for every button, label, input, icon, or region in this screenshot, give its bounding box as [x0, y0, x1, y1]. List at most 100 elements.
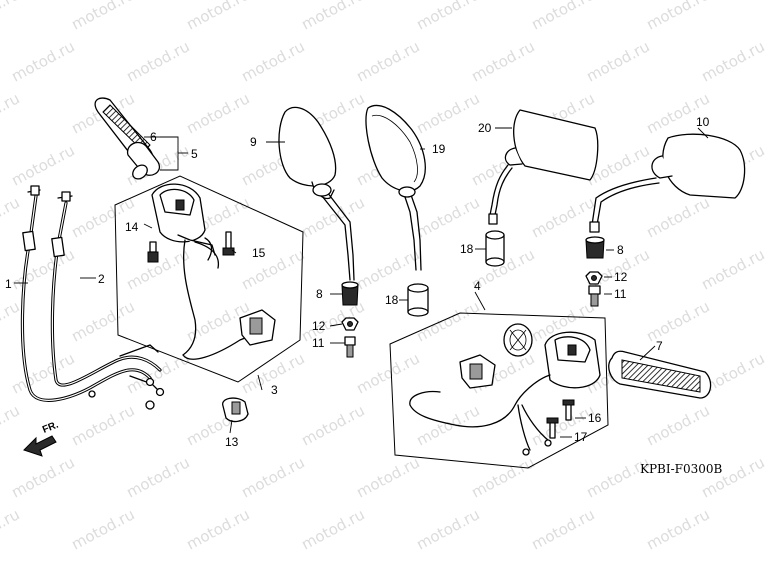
watermark-text: motod.ru: [583, 37, 652, 85]
left-grip-5: [94, 97, 161, 180]
watermark-text: motod.ru: [183, 89, 252, 137]
watermark-text: motod.ru: [413, 89, 482, 137]
nut-12-right: [585, 271, 603, 285]
callout-17: 17: [574, 430, 588, 444]
watermark-text: motod.ru: [353, 349, 422, 397]
mirror-19: [365, 104, 426, 271]
assembly-frame-4: [389, 312, 609, 469]
mirror-9: [278, 106, 355, 281]
clamp-13: [222, 397, 249, 423]
watermark-text: motod.ru: [0, 0, 23, 34]
callout-18-right: 18: [460, 242, 474, 256]
callout-8-right: 8: [617, 243, 624, 257]
callout-3: 3: [271, 383, 278, 397]
bolt-11-right: [588, 285, 601, 307]
adapter-18-centre: [407, 283, 429, 317]
callout-14: 14: [125, 220, 139, 234]
watermark-text: motod.ru: [528, 505, 597, 553]
watermark-text: motod.ru: [8, 349, 77, 397]
watermark-text: motod.ru: [0, 505, 23, 553]
screw-16: [562, 399, 575, 421]
watermark-text: motod.ru: [0, 297, 23, 345]
watermark-text: motod.ru: [68, 0, 137, 34]
front-direction-arrow: [23, 435, 57, 457]
adapter-8-right: [585, 236, 605, 259]
callout-2: 2: [98, 272, 105, 286]
nut-12-left: [341, 317, 359, 331]
callout-20: 20: [478, 121, 492, 135]
watermark-text: motod.ru: [413, 505, 482, 553]
watermark-text: motod.ru: [68, 193, 137, 241]
watermark-text: motod.ru: [698, 37, 767, 85]
watermark-text: motod.ru: [298, 401, 367, 449]
mirror-10: [589, 133, 746, 233]
watermark-text: motod.ru: [468, 37, 537, 85]
watermark-text: motod.ru: [8, 141, 77, 189]
leader-lines: [14, 127, 709, 438]
right-grip-7: [608, 350, 712, 399]
screw-14: [147, 241, 159, 263]
watermark-text: motod.ru: [528, 193, 597, 241]
watermark-text: motod.ru: [0, 89, 23, 137]
callout-9: 9: [250, 135, 257, 149]
watermark-text: motod.ru: [123, 37, 192, 85]
watermark-text: motod.ru: [238, 453, 307, 501]
watermark-text: motod.ru: [583, 453, 652, 501]
screw-17: [546, 417, 559, 439]
watermark-text: motod.ru: [183, 0, 252, 34]
watermark-text: motod.ru: [413, 193, 482, 241]
callout-16: 16: [588, 411, 602, 425]
bolt-11-left: [344, 336, 356, 358]
callout-6: 6: [150, 130, 157, 144]
callout-11-right: 11: [614, 287, 627, 301]
callout-19: 19: [432, 142, 446, 156]
watermark-text: motod.ru: [0, 401, 23, 449]
right-handlebar-switch-4: [409, 323, 601, 456]
watermark-text: motod.ru: [0, 193, 23, 241]
watermark-text: motod.ru: [68, 401, 137, 449]
callout-8-left: 8: [316, 287, 323, 301]
throttle-cable-assembly: [20, 185, 165, 410]
callout-12-left: 12: [312, 319, 326, 333]
adapter-18-right: [485, 230, 505, 267]
direction-label: FR.: [41, 419, 60, 435]
watermark-text: motod.ru: [413, 0, 482, 34]
watermark-text: motod.ru: [528, 0, 597, 34]
callout-10: 10: [696, 115, 710, 129]
assembly-frame-3: [114, 175, 304, 383]
watermark-text: motod.ru: [698, 453, 767, 501]
watermark-text: motod.ru: [353, 37, 422, 85]
callout-7: 7: [656, 339, 663, 353]
watermark-text: motod.ru: [468, 453, 537, 501]
watermark-text: motod.ru: [68, 505, 137, 553]
watermark-text: motod.ru: [643, 89, 712, 137]
watermark-text: motod.ru: [698, 245, 767, 293]
watermark-text: motod.ru: [238, 37, 307, 85]
watermark-text: motod.ru: [643, 401, 712, 449]
callout-labels: 1 2 3 4 5 6 7 8 8 9 10 11 11 12 12 13 14…: [5, 115, 710, 449]
watermark-text: motod.ru: [298, 0, 367, 34]
watermark-text: motod.ru: [643, 505, 712, 553]
watermark-text: motod.ru: [643, 297, 712, 345]
callout-1: 1: [5, 277, 12, 291]
callout-5: 5: [191, 147, 198, 161]
mirror-20: [488, 109, 599, 225]
watermark-text: motod.ru: [353, 453, 422, 501]
watermark-text: motod.ru: [298, 505, 367, 553]
adapter-8-left: [341, 281, 359, 306]
callout-13: 13: [225, 435, 239, 449]
diagram-code: KPBI-F0300B: [640, 462, 723, 476]
watermark-text: motod.ru: [8, 453, 77, 501]
watermark-text: motod.ru: [238, 245, 307, 293]
watermark-text: motod.ru: [123, 453, 192, 501]
watermark-text: motod.ru: [8, 37, 77, 85]
watermark-text: motod.ru: [183, 505, 252, 553]
bolt-15: [222, 231, 235, 256]
callout-4: 4: [474, 279, 481, 293]
watermark-text: motod.ru: [643, 193, 712, 241]
watermark-text: motod.ru: [8, 245, 77, 293]
watermark-text: motod.ru: [643, 0, 712, 34]
callout-15: 15: [252, 246, 266, 260]
left-handlebar-switch-3: [151, 183, 276, 360]
